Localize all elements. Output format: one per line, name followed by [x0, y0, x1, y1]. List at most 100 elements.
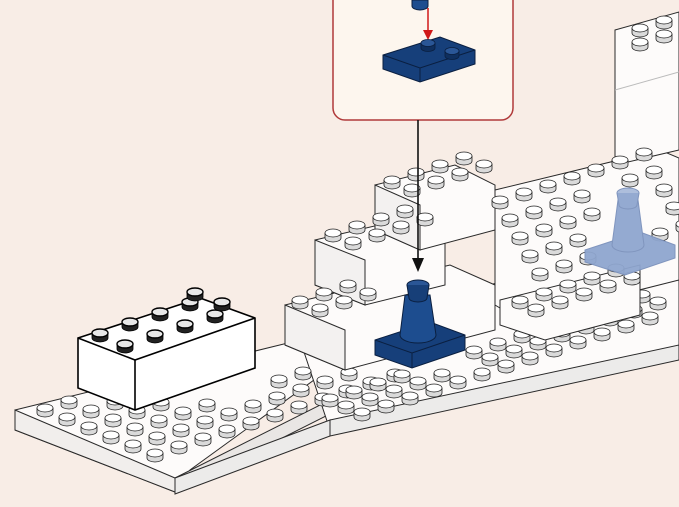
- stud: [346, 386, 362, 399]
- stud: [642, 312, 658, 325]
- stud: [195, 433, 211, 446]
- stud: [125, 440, 141, 453]
- stud: [373, 213, 389, 226]
- stud: [336, 296, 352, 309]
- stud: [175, 407, 191, 420]
- stud: [81, 422, 97, 435]
- stud: [656, 16, 672, 29]
- stud: [354, 408, 370, 421]
- stud: [588, 164, 604, 177]
- stud: [502, 214, 518, 227]
- sub-assembly-callout: [333, 0, 513, 120]
- stud: [552, 296, 568, 309]
- stud: [378, 400, 394, 413]
- stud: [402, 392, 418, 405]
- stud: [199, 399, 215, 412]
- stud: [428, 176, 444, 189]
- stud: [452, 168, 468, 181]
- stud: [269, 392, 285, 405]
- stud: [550, 198, 566, 211]
- stud: [546, 242, 562, 255]
- stud: [536, 288, 552, 301]
- stud: [646, 166, 662, 179]
- stud: [650, 297, 666, 310]
- stud: [127, 423, 143, 436]
- stud: [450, 376, 466, 389]
- stud: [369, 229, 385, 242]
- stud: [512, 232, 528, 245]
- stud: [656, 184, 672, 197]
- stud: [312, 304, 328, 317]
- stud: [456, 152, 472, 165]
- stud: [560, 216, 576, 229]
- stud: [576, 288, 592, 301]
- stud: [292, 296, 308, 309]
- stud: [338, 401, 354, 414]
- stud: [498, 360, 514, 373]
- stud: [622, 174, 638, 187]
- stud: [612, 156, 628, 169]
- stud: [574, 190, 590, 203]
- stud: [322, 394, 338, 407]
- stud: [632, 24, 648, 37]
- stud: [636, 148, 652, 161]
- stud: [666, 202, 679, 215]
- stud: [393, 221, 409, 234]
- stud: [384, 176, 400, 189]
- stud: [61, 396, 77, 409]
- stud: [506, 345, 522, 358]
- stud: [149, 432, 165, 445]
- stud: [656, 30, 672, 43]
- stud: [560, 280, 576, 293]
- stud: [584, 208, 600, 221]
- stud: [325, 229, 341, 242]
- stud: [408, 168, 424, 181]
- stud: [349, 221, 365, 234]
- stud: [482, 353, 498, 366]
- stud: [267, 409, 283, 422]
- stud: [528, 304, 544, 317]
- stud: [516, 188, 532, 201]
- stud: [556, 260, 572, 273]
- stud: [362, 393, 378, 406]
- stud: [59, 413, 75, 426]
- stud: [426, 384, 442, 397]
- stud: [570, 336, 586, 349]
- stud: [105, 414, 121, 427]
- stud: [532, 268, 548, 281]
- stud: [317, 376, 333, 389]
- stud: [490, 338, 506, 351]
- stud: [340, 280, 356, 293]
- stud: [546, 344, 562, 357]
- stud: [271, 375, 287, 388]
- stud: [564, 172, 580, 185]
- stud: [584, 272, 600, 285]
- stud: [594, 328, 610, 341]
- stud: [570, 234, 586, 247]
- stud: [103, 431, 119, 444]
- stud: [221, 408, 237, 421]
- stud: [147, 449, 163, 462]
- stud: [540, 180, 556, 193]
- stud: [434, 369, 450, 382]
- stud: [341, 368, 357, 381]
- stud: [386, 385, 402, 398]
- stud: [476, 160, 492, 173]
- stud: [410, 377, 426, 390]
- stud: [474, 368, 490, 381]
- stud: [173, 424, 189, 437]
- stud: [316, 288, 332, 301]
- stud: [370, 378, 386, 391]
- stud: [360, 288, 376, 301]
- stud: [466, 346, 482, 359]
- stud: [83, 405, 99, 418]
- stud: [536, 224, 552, 237]
- stud: [618, 320, 634, 333]
- stud: [219, 425, 235, 438]
- stud: [37, 404, 53, 417]
- stud: [394, 370, 410, 383]
- stud: [245, 400, 261, 413]
- stud: [432, 160, 448, 173]
- stud: [417, 213, 433, 226]
